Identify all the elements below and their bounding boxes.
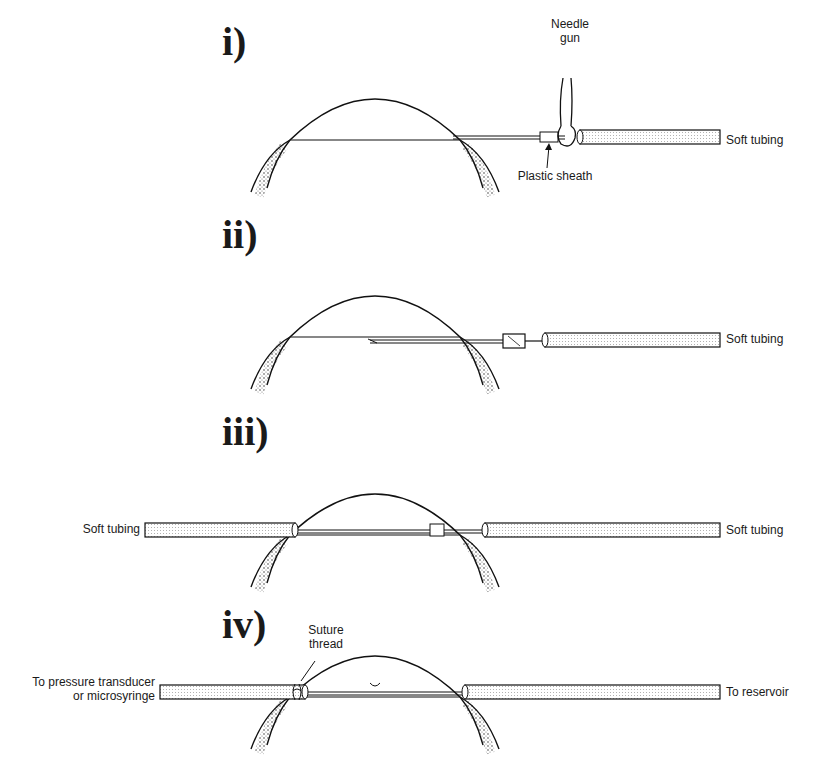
- part-label: Suture thread: [296, 624, 356, 652]
- panel-number: ii): [222, 215, 292, 255]
- part-label: To reservoir: [726, 686, 816, 700]
- panel-number: i): [222, 22, 292, 62]
- part-label: Plastic sheath: [515, 170, 595, 184]
- panel-number: iii): [222, 412, 302, 452]
- part-label: Needle gun: [540, 18, 600, 46]
- part-label: To pressure transducer or microsyringe: [20, 676, 155, 704]
- panel-number: iv): [222, 605, 292, 645]
- part-label: Soft tubing: [726, 524, 816, 538]
- part-label: Soft tubing: [726, 134, 816, 148]
- part-label: Soft tubing: [726, 333, 816, 347]
- part-label: Soft tubing: [60, 523, 140, 537]
